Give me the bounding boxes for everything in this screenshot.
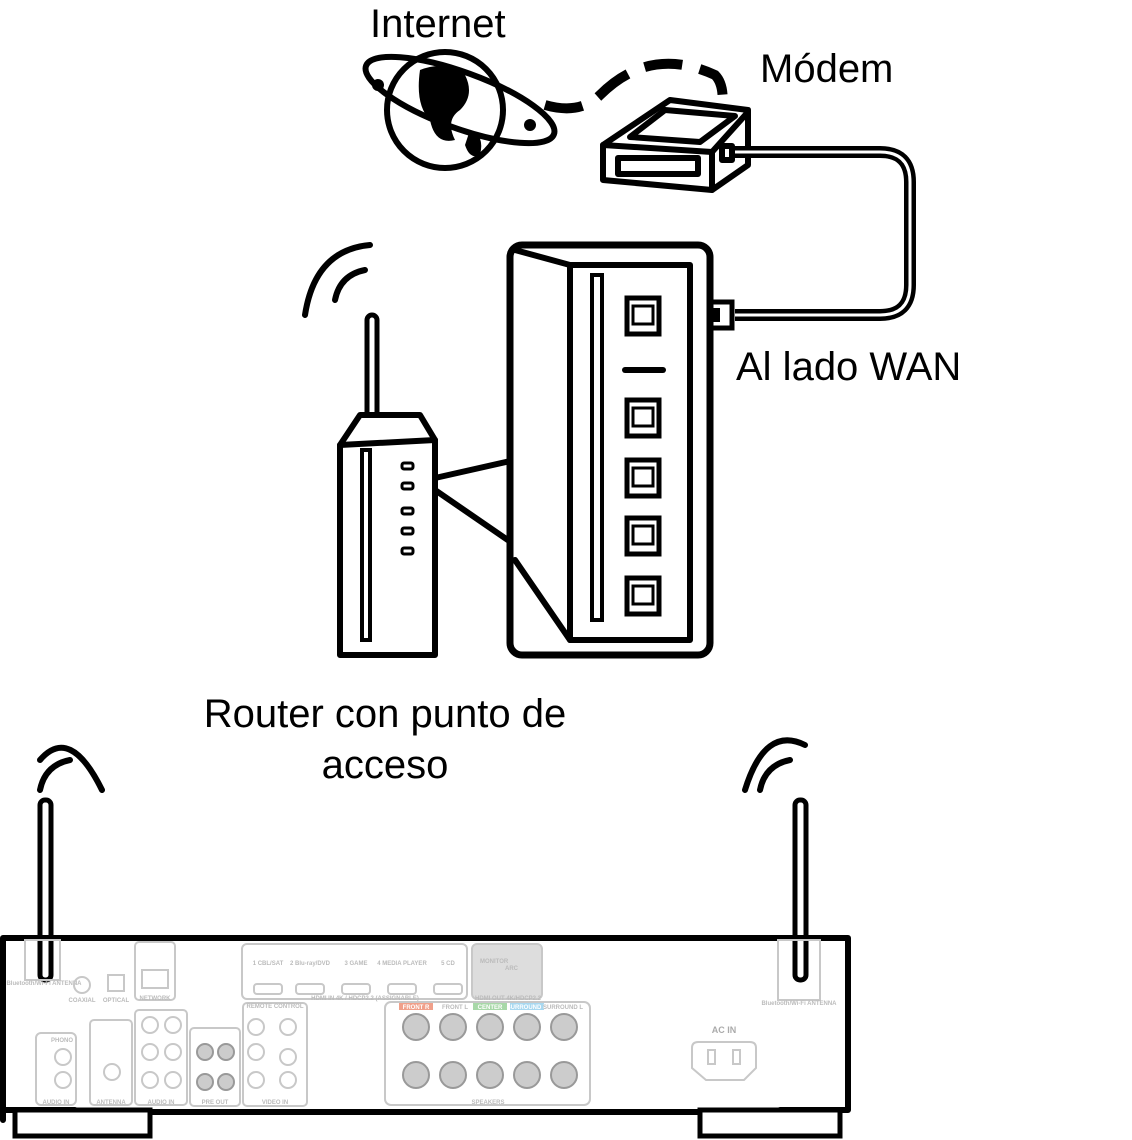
ac-inlet [691,1041,757,1081]
modem-device [600,97,751,193]
svg-text:4 MEDIA PLAYER: 4 MEDIA PLAYER [377,961,427,967]
wan-side-label: Al lado WAN [736,345,961,389]
router-rear-panel-zoom [506,241,714,659]
svg-text:VIDEO IN: VIDEO IN [262,1100,288,1106]
svg-text:3 GAME: 3 GAME [344,961,367,967]
svg-text:CENTER: CENTER [478,1005,503,1011]
svg-text:Bluetooth/Wi-Fi ANTENNA: Bluetooth/Wi-Fi ANTENNA [6,981,82,987]
svg-text:AUDIO IN: AUDIO IN [43,1100,70,1106]
router-label-line1: Router con punto de [204,692,566,736]
svg-text:SURROUND L: SURROUND L [543,1005,583,1011]
internet-label: Internet [370,2,506,46]
svg-text:AC IN: AC IN [712,1025,737,1035]
ethernet-port-lan [624,397,662,617]
wireless-link-line [543,58,728,114]
svg-text:5 CD: 5 CD [441,961,455,967]
wifi-signal-icon [302,242,373,318]
svg-text:ANTENNA: ANTENNA [96,1100,126,1106]
antenna-right [792,797,809,983]
svg-text:Bluetooth/Wi-Fi ANTENNA: Bluetooth/Wi-Fi ANTENNA [761,1001,837,1007]
svg-text:PHONO: PHONO [51,1038,73,1044]
modem-label: Módem [760,47,893,91]
svg-text:OPTICAL: OPTICAL [103,998,130,1004]
router-label-line2: acceso [322,743,449,787]
svg-text:FRONT L: FRONT L [442,1005,468,1011]
svg-text:SPEAKERS: SPEAKERS [471,1100,504,1106]
svg-text:NETWORK: NETWORK [140,996,172,1002]
antenna-left [37,797,54,983]
router-device [337,312,438,658]
globe-icon [362,49,558,171]
svg-text:ARC: ARC [505,966,519,972]
speaker-terminals [402,1013,578,1089]
ethernet-cable [735,146,916,321]
svg-text:SURROUND R: SURROUND R [507,1005,548,1011]
svg-text:HDMI OUT 4K/HDCP2.2: HDMI OUT 4K/HDCP2.2 [475,996,542,1002]
av-receiver-rear-panel: Bluetooth/Wi-Fi ANTENNA Bluetooth/Wi-Fi … [0,935,851,1139]
svg-text:HDMI IN 4K / HDCP2.2 (ASSIGNAB: HDMI IN 4K / HDCP2.2 (ASSIGNABLE) [311,996,419,1002]
ethernet-port-wan [624,295,662,337]
svg-text:MONITOR: MONITOR [480,959,509,965]
svg-text:2 Blu-ray/DVD: 2 Blu-ray/DVD [290,961,331,967]
wifi-signal-icon [37,737,808,793]
speaker-channel-labels: FRONT R FRONT L CENTER SURROUND R SURROU… [399,1003,583,1011]
svg-text:COAXIAL: COAXIAL [69,998,96,1004]
svg-text:REMOTE CONTROL: REMOTE CONTROL [247,1004,304,1010]
svg-text:AUDIO IN: AUDIO IN [148,1100,175,1106]
hdmi-input-labels: 1 CBL/SAT 2 Blu-ray/DVD 3 GAME 4 MEDIA P… [253,961,456,967]
svg-text:1 CBL/SAT: 1 CBL/SAT [253,961,284,967]
svg-text:PRE OUT: PRE OUT [202,1100,229,1106]
svg-text:FRONT R: FRONT R [403,1005,430,1011]
